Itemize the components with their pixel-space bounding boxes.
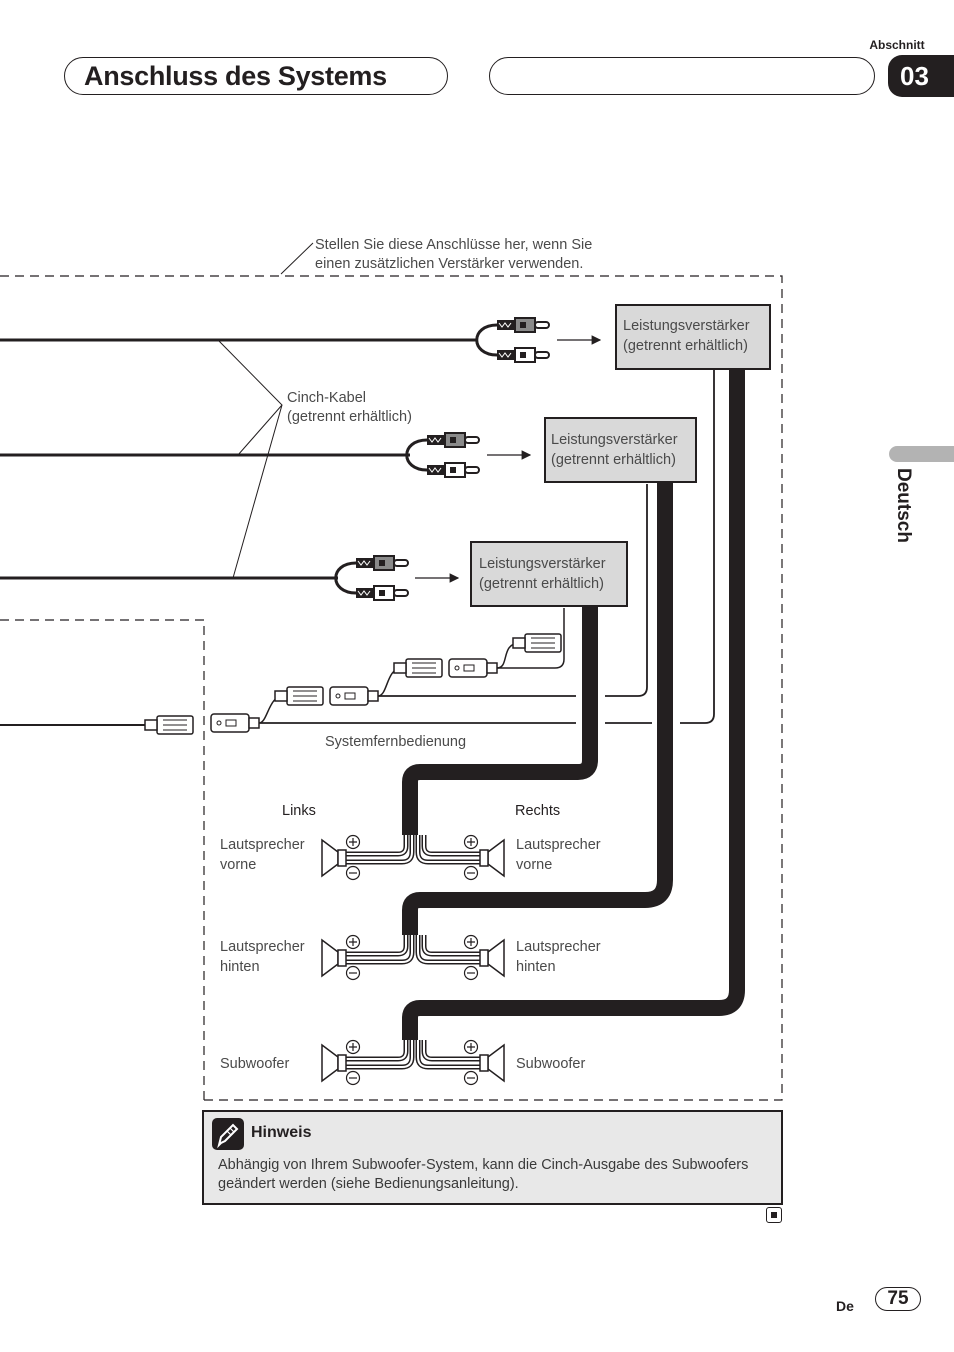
- note-title: Hinweis: [251, 1124, 312, 1141]
- remote-label: Systemfernbedienung: [325, 734, 466, 750]
- cinch-label-line1: Cinch-Kabel: [287, 390, 366, 406]
- callout-line1: Stellen Sie diese Anschlüsse her, wenn S…: [315, 237, 592, 253]
- plus-icon: [463, 934, 479, 950]
- callout-line2: einen zusätzlichen Verstärker verwenden.: [315, 256, 583, 272]
- page-number: 75: [875, 1287, 921, 1311]
- right-heading: Rechts: [515, 803, 560, 819]
- speaker-right-icon: [479, 939, 505, 977]
- minus-icon: [463, 1070, 479, 1086]
- amplifier-1: Leistungsverstärker (getrennt erhältlich…: [615, 304, 771, 370]
- speaker-row-front: [321, 834, 505, 881]
- cinch-cable-1: [0, 317, 602, 363]
- speaker-left-icon: [321, 939, 347, 977]
- speaker-rear-left-line2: hinten: [220, 959, 260, 975]
- amplifier-1-line1: Leistungsverstärker: [623, 318, 750, 334]
- speaker-right-icon: [479, 1044, 505, 1082]
- amplifier-2-line1: Leistungsverstärker: [551, 432, 678, 448]
- plus-icon: [345, 934, 361, 950]
- end-of-section-icon: [766, 1207, 782, 1223]
- speaker-rear-right-line1: Lautsprecher: [516, 939, 601, 955]
- footer-lang-code: De: [836, 1298, 854, 1314]
- speaker-right-icon: [479, 839, 505, 877]
- section-number: 03: [888, 55, 954, 97]
- plus-icon: [463, 1039, 479, 1055]
- page-title: Anschluss des Systems: [84, 61, 387, 91]
- speaker-front-right-line2: vorne: [516, 857, 552, 873]
- remote-wiring: [0, 370, 715, 735]
- language-tab: [889, 446, 954, 462]
- plus-icon: [345, 834, 361, 850]
- speaker-cable-1: [402, 606, 598, 835]
- amplifier-1-line2: (getrennt erhältlich): [623, 338, 748, 354]
- note-box: [202, 1110, 783, 1205]
- amplifier-3-line1: Leistungsverstärker: [479, 556, 606, 572]
- plus-icon: [463, 834, 479, 850]
- cinch-cable-2: [0, 432, 532, 478]
- cinch-label-line2: (getrennt erhältlich): [287, 409, 412, 425]
- speaker-left-icon: [321, 839, 347, 877]
- speaker-cable-2: [402, 482, 673, 935]
- cinch-label-pointers: [217, 339, 283, 579]
- minus-icon: [463, 865, 479, 881]
- amplifier-2-line2: (getrennt erhältlich): [551, 452, 676, 468]
- section-label: Abschnitt: [869, 38, 925, 52]
- cinch-cable-3: [0, 555, 460, 601]
- minus-icon: [463, 965, 479, 981]
- amplifier-2: Leistungsverstärker (getrennt erhältlich…: [544, 417, 697, 483]
- speaker-front-right-line1: Lautsprecher: [516, 837, 601, 853]
- subwoofer-right-label: Subwoofer: [516, 1056, 585, 1072]
- amplifier-3-line2: (getrennt erhältlich): [479, 576, 604, 592]
- speaker-left-icon: [321, 1044, 347, 1082]
- speaker-row-rear: [321, 934, 505, 981]
- left-heading: Links: [282, 803, 316, 819]
- note-body: Abhängig von Ihrem Subwoofer-System, kan…: [218, 1157, 749, 1192]
- language-label: Deutsch: [893, 468, 914, 543]
- speaker-row-subwoofer: [321, 1039, 505, 1086]
- minus-icon: [345, 1070, 361, 1086]
- speaker-rear-right-line2: hinten: [516, 959, 556, 975]
- pencil-icon: [212, 1118, 244, 1150]
- title-pill: [64, 57, 448, 95]
- callout-leader: [280, 242, 314, 275]
- header-blank-pill: [489, 57, 875, 95]
- minus-icon: [345, 965, 361, 981]
- minus-icon: [345, 865, 361, 881]
- amplifier-3: Leistungsverstärker (getrennt erhältlich…: [470, 541, 628, 607]
- speaker-cable-3: [402, 368, 745, 1040]
- speaker-front-left-line2: vorne: [220, 857, 256, 873]
- dashed-outline-outer: [0, 275, 783, 1101]
- plus-icon: [345, 1039, 361, 1055]
- subwoofer-left-label: Subwoofer: [220, 1056, 289, 1072]
- dashed-outline-inner: [0, 619, 205, 1100]
- speaker-rear-left-line1: Lautsprecher: [220, 939, 305, 955]
- speaker-front-left-line1: Lautsprecher: [220, 837, 305, 853]
